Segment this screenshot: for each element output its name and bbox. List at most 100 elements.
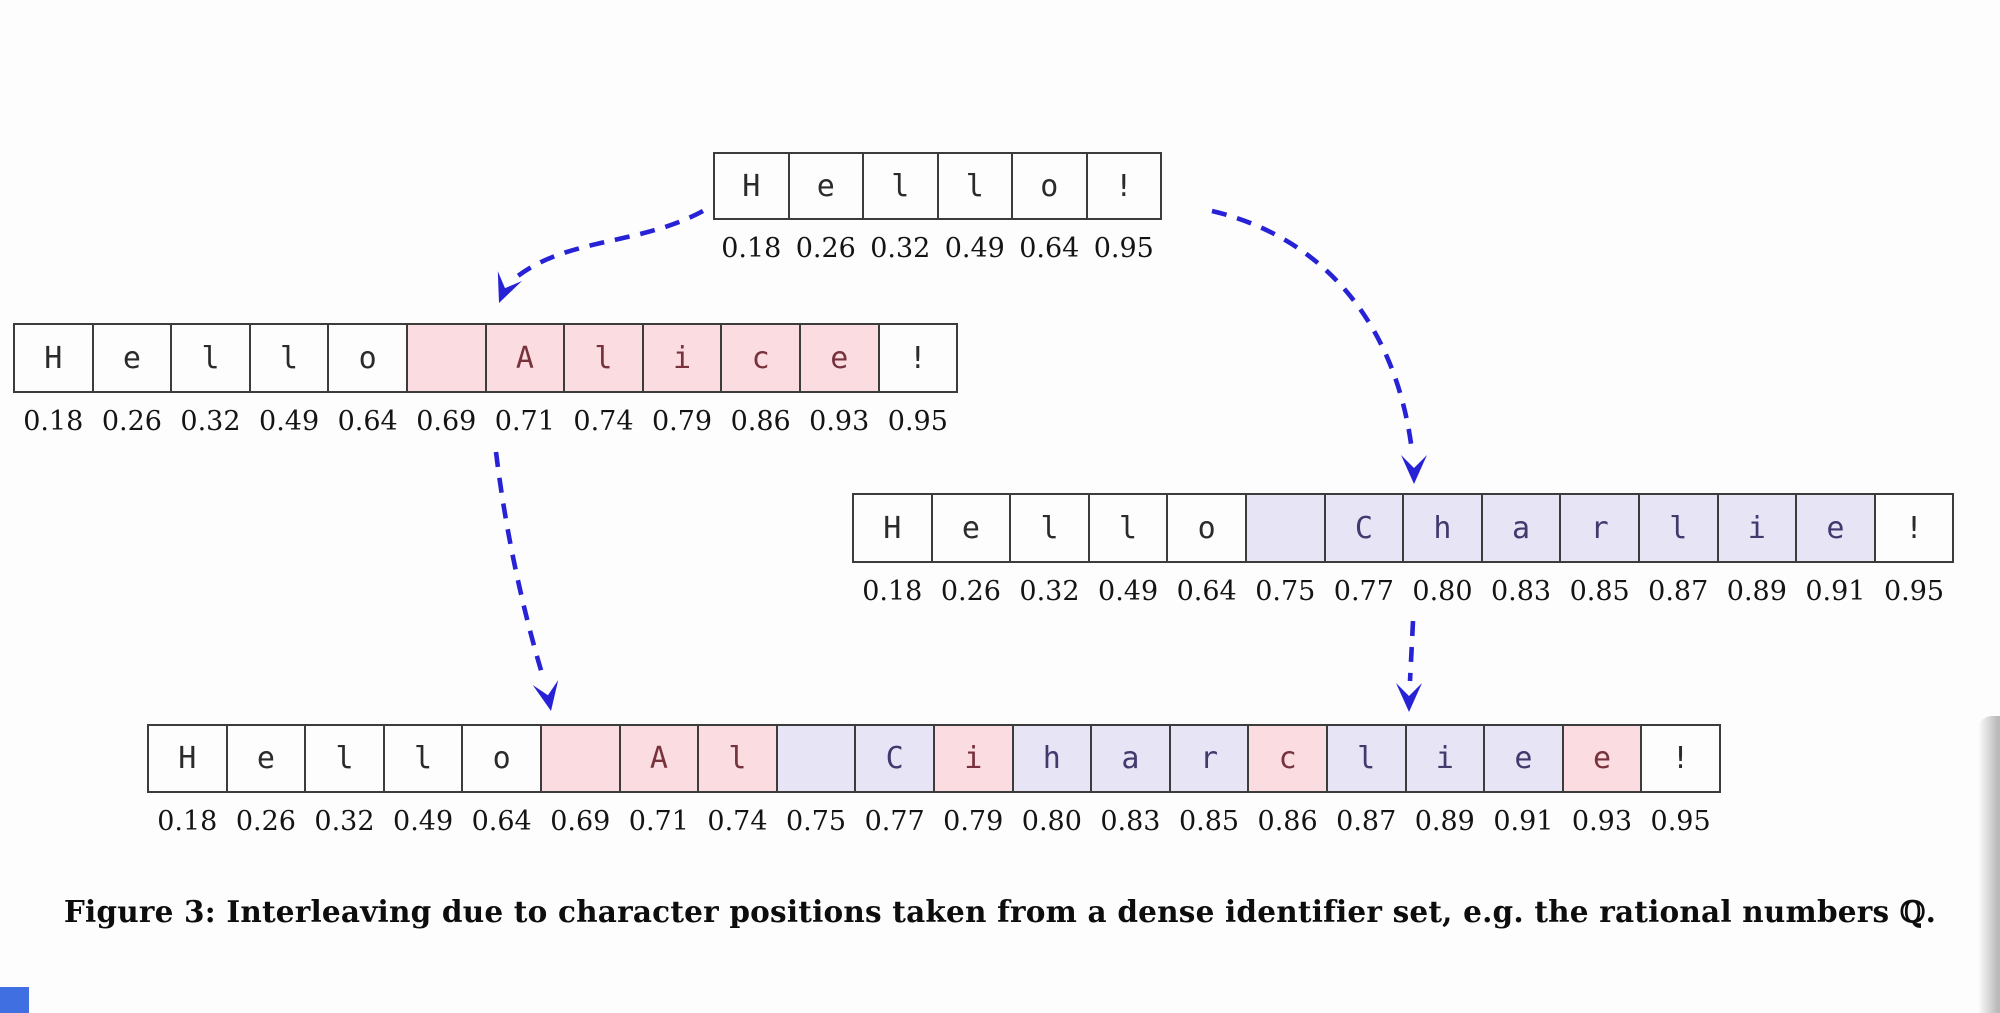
char-cell: A: [484, 323, 566, 393]
position-label: 0.49: [393, 806, 454, 837]
char-cell: i: [641, 323, 723, 393]
char-cell: e: [1561, 724, 1643, 793]
position-label: 0.49: [944, 233, 1005, 264]
arrowhead-icon: [532, 680, 559, 711]
char-column: o 0.64: [1166, 493, 1247, 607]
char-cell: e: [1483, 724, 1564, 793]
char-cell: C: [1323, 493, 1405, 563]
position-label: 0.74: [573, 406, 634, 437]
position-label: 0.32: [1019, 576, 1080, 607]
position-label: 0.32: [870, 233, 931, 264]
position-label: 0.64: [1176, 576, 1237, 607]
position-label: 0.18: [862, 576, 923, 607]
char-column: 0.69: [405, 323, 487, 437]
char-cell: o: [461, 724, 542, 793]
char-column: A 0.71: [618, 724, 700, 837]
position-label: 0.91: [1493, 806, 1554, 837]
position-label: 0.79: [651, 406, 713, 437]
position-label: 0.32: [180, 406, 241, 437]
position-label: 0.18: [23, 406, 84, 437]
position-label: 0.85: [1569, 576, 1630, 607]
char-column: e 0.26: [787, 152, 864, 264]
char-column: H 0.18: [13, 323, 94, 437]
char-cell: i: [1404, 724, 1486, 793]
arrowhead-icon: [497, 271, 522, 303]
char-column: 0.69: [539, 724, 621, 837]
position-label: 0.64: [337, 406, 398, 437]
position-label: 0.95: [1883, 576, 1945, 607]
char-column: i 0.89: [1404, 724, 1486, 837]
char-column: ! 0.95: [1873, 493, 1955, 607]
position-label: 0.32: [314, 806, 375, 837]
char-cell: a: [1480, 493, 1562, 563]
char-column: H 0.18: [852, 493, 933, 607]
position-label: 0.26: [101, 406, 162, 437]
position-label: 0.86: [730, 406, 791, 437]
char-cell: l: [936, 152, 1013, 220]
char-cell: a: [1090, 724, 1171, 793]
char-cell: e: [1795, 493, 1876, 563]
position-label: 0.18: [157, 806, 218, 837]
char-cell: H: [13, 323, 94, 393]
position-label: 0.69: [416, 406, 477, 437]
position-label: 0.26: [235, 806, 296, 837]
char-column: i 0.79: [641, 323, 723, 437]
dashed-arrow-line: [512, 208, 705, 281]
char-column: ! 0.95: [1085, 152, 1162, 264]
char-column: o 0.64: [327, 323, 408, 437]
char-column: l 0.49: [936, 152, 1013, 264]
char-column: l 0.32: [1009, 493, 1090, 607]
char-cell: l: [1087, 493, 1169, 563]
position-label: 0.26: [940, 576, 1001, 607]
char-cell: !: [1873, 493, 1955, 563]
char-cell: e: [787, 152, 864, 220]
char-cell: H: [713, 152, 790, 220]
char-cell: o: [1166, 493, 1247, 563]
space-cell: [539, 724, 621, 793]
arrow-alice-to-merged: [493, 451, 559, 711]
char-cell: i: [932, 724, 1014, 793]
dashed-arrow-line: [493, 451, 546, 678]
position-label: 0.89: [1414, 806, 1475, 837]
char-cell: A: [618, 724, 700, 793]
position-label: 0.87: [1336, 806, 1397, 837]
char-column: !0.95: [877, 323, 959, 437]
arrowhead-icon: [1401, 455, 1427, 484]
position-label: 0.74: [707, 806, 768, 837]
space-cell: [775, 724, 857, 793]
position-label: 0.64: [1019, 233, 1080, 264]
char-cell: l: [1009, 493, 1090, 563]
position-label: 0.71: [628, 806, 689, 837]
char-cell: e: [798, 323, 880, 393]
char-cell: H: [852, 493, 933, 563]
position-label: 0.26: [795, 233, 856, 264]
char-cell: !: [877, 323, 959, 393]
char-column: 0.75: [1244, 493, 1326, 607]
char-cell: !: [1640, 724, 1721, 793]
position-label: 0.49: [1098, 576, 1159, 607]
char-cell: o: [327, 323, 408, 393]
position-label: 0.64: [471, 806, 532, 837]
arrow-hello-to-alice: [497, 208, 705, 303]
char-cell: !: [1085, 152, 1162, 220]
char-column: l 0.49: [1087, 493, 1169, 607]
position-label: 0.95: [1093, 233, 1154, 264]
